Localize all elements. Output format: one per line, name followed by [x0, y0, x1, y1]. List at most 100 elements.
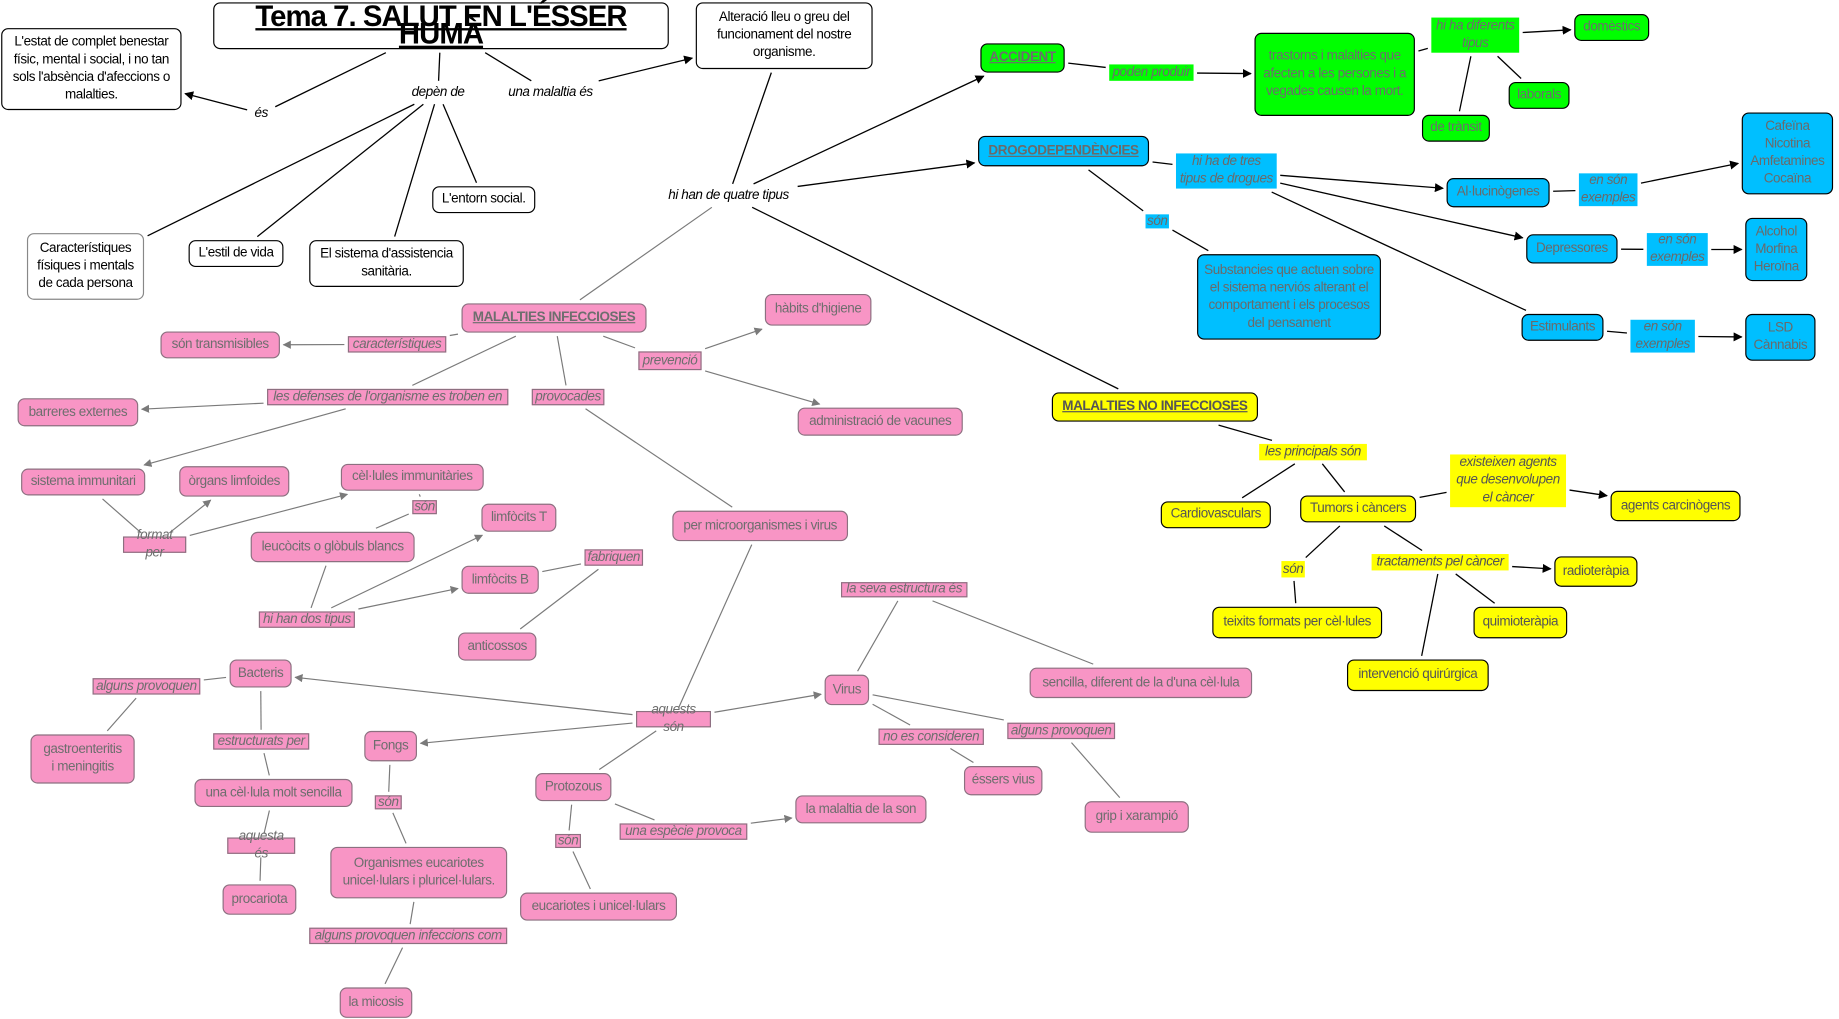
concept-node-leuc[interactable]: leucòcits o glòbuls blancs [250, 531, 415, 563]
line-connector [412, 335, 517, 386]
concept-node-euc-unicel[interactable]: eucariotes i unicel·lulars [520, 892, 678, 921]
line-connector [394, 104, 436, 237]
concept-node-essers[interactable]: éssers vius [963, 766, 1043, 796]
line-connector [1218, 424, 1273, 442]
line-connector [418, 494, 421, 497]
concept-node-drogo[interactable]: DROGODEPENDÈNCIES [978, 135, 1150, 167]
concept-node-protozous[interactable]: Protozous [535, 773, 612, 802]
concept-node-higiene[interactable]: hàbits d'higiene [764, 293, 872, 326]
concept-node-substancies[interactable]: Substancies que actuen sobre el sistema … [1197, 254, 1381, 340]
concept-node-transit[interactable]: de trànsit [1421, 114, 1490, 142]
concept-node-entorn[interactable]: L'entorn social. [432, 186, 536, 214]
line-connector [519, 568, 599, 630]
arrow-connector [189, 492, 349, 537]
link-label-principals: les principals són [1259, 443, 1367, 461]
link-label-alguns-b: alguns provoquen [92, 678, 201, 695]
arrow-connector [1197, 68, 1252, 79]
concept-node-malaltia-son[interactable]: la malaltia de la son [795, 795, 927, 824]
concept-node-laborals[interactable]: laborals [1508, 81, 1570, 109]
arrow-connector [184, 91, 248, 111]
concept-node-virus[interactable]: Virus [824, 674, 870, 706]
concept-node-anticossos[interactable]: anticossos [457, 632, 537, 661]
concept-node-cel-imm[interactable]: cèl·lules immunitàries [340, 463, 484, 491]
concept-node-org-euc[interactable]: Organismes eucariotes unicel·lulars i pl… [330, 846, 508, 899]
concept-node-def-health[interactable]: L'estat de complet benestar físic, menta… [1, 28, 182, 111]
link-label-estruct: estructurats per [213, 733, 310, 750]
link-label-dos-tipus: hi han dos tipus [258, 611, 355, 628]
concept-node-cel-sencilla[interactable]: una cèl·lula molt sencilla [194, 778, 353, 808]
line-connector [1421, 573, 1439, 657]
concept-node-carcin[interactable]: agents carcinògens [1610, 490, 1741, 522]
line-connector [1455, 573, 1496, 604]
concept-node-limfB[interactable]: limfòcits B [461, 565, 539, 594]
line-connector [1497, 55, 1522, 79]
line-connector [259, 857, 262, 881]
concept-node-micro[interactable]: per microorganismes i virus [672, 510, 849, 542]
concept-node-limfT[interactable]: limfòcits T [481, 503, 557, 532]
link-label-seva-estr: la seva estructura és [840, 582, 968, 598]
concept-node-depress[interactable]: Depressores [1526, 234, 1618, 264]
concept-node-trastorns[interactable]: trastorns i malalties que afecten a les … [1254, 32, 1415, 116]
concept-node-procariota[interactable]: procariota [222, 884, 297, 915]
arrow-connector [1280, 174, 1444, 193]
line-connector [409, 901, 415, 925]
concept-node-sist-imm[interactable]: sistema immunitari [21, 468, 146, 496]
line-connector [388, 764, 391, 792]
concept-node-lsd[interactable]: LSD Cànnabis [1745, 313, 1816, 361]
concept-node-alc[interactable]: Alcohol Morfina Heroïna [1745, 217, 1808, 282]
concept-node-caf[interactable]: Cafeïna Nicotina Amfetamines Cocaïna [1741, 112, 1834, 195]
concept-node-caract[interactable]: Característiques físiques i mentals de c… [26, 233, 145, 300]
concept-node-organs[interactable]: òrgans limfoides [179, 466, 290, 497]
concept-node-quimio[interactable]: quimioteràpia [1473, 606, 1568, 639]
arrow-connector [704, 327, 763, 350]
line-connector [857, 600, 899, 672]
link-label-especie: una espècie provoca [619, 823, 748, 840]
map-title: Tema 7. SALUT EN L'ÉSSER HUMÀ [213, 2, 669, 50]
concept-node-alluc[interactable]: Al·lucinògenes [1446, 178, 1550, 208]
link-label-poden: poden produir [1109, 64, 1194, 81]
concept-node-transm[interactable]: són transmisibles [160, 331, 280, 359]
concept-node-accident[interactable]: ACCIDENT [980, 43, 1065, 73]
arrow-connector [294, 674, 633, 716]
concept-node-radio[interactable]: radioteràpia [1554, 556, 1638, 587]
link-label-son-y: són [1281, 561, 1305, 578]
arrow-connector [330, 534, 484, 609]
line-connector [1152, 161, 1173, 166]
concept-node-cardio[interactable]: Cardiovasculars [1160, 501, 1271, 529]
link-label-no-es: no es consideren [878, 728, 984, 745]
concept-node-vacunes[interactable]: administració de vacunes [797, 407, 963, 436]
concept-node-barreres[interactable]: barreres externes [17, 398, 139, 427]
line-connector [384, 947, 404, 985]
line-connector [603, 335, 636, 349]
concept-node-interv[interactable]: intervenció quirúrgica [1346, 659, 1489, 692]
concept-node-bacteris[interactable]: Bacteris [229, 659, 292, 688]
concept-node-fongs[interactable]: Fongs [364, 730, 417, 762]
line-connector [147, 103, 415, 237]
line-connector [542, 563, 582, 573]
concept-node-sistema[interactable]: El sistema d'assistencia sanitària. [309, 240, 464, 287]
line-connector [1068, 62, 1106, 69]
concept-node-teixits[interactable]: teixits formats per cèl·lules [1212, 606, 1383, 639]
concept-node-mal-inf[interactable]: MALALTIES INFECCIOSES [461, 303, 647, 333]
concept-node-mal-noinf[interactable]: MALALTIES NO INFECCIOSES [1051, 392, 1258, 422]
arrow-connector [1569, 489, 1608, 499]
concept-node-gastro[interactable]: gastroenteritis i meningitis [30, 734, 135, 784]
arrow-connector [704, 370, 821, 406]
concept-node-dis-def[interactable]: Alteració lleu o greu del funcionament d… [695, 2, 873, 70]
line-connector [614, 803, 655, 821]
concept-node-sencilla[interactable]: sencilla, diferent de la d'una cèl·lula [1029, 667, 1253, 699]
concept-node-tumors[interactable]: Tumors i càncers [1300, 495, 1417, 523]
concept-node-grip[interactable]: grip i xarampió [1084, 801, 1189, 833]
link-label-una-mal: una malaltia és [503, 84, 598, 101]
concept-node-micosis[interactable]: la micosis [339, 987, 413, 1018]
link-label-quatre: hi han de quatre tipus [662, 187, 795, 204]
line-connector [310, 565, 327, 609]
concept-node-estil[interactable]: L'estil de vida [188, 240, 284, 268]
link-label-son-f: són [374, 795, 402, 810]
link-label-alguns-inf: alguns provoquen infeccions com [309, 927, 508, 945]
concept-node-domestics[interactable]: domèstics [1574, 14, 1650, 41]
concept-node-estim[interactable]: Estimulants [1521, 313, 1604, 341]
link-label-ex2: en són exemples [1646, 233, 1708, 266]
line-connector [375, 513, 410, 529]
